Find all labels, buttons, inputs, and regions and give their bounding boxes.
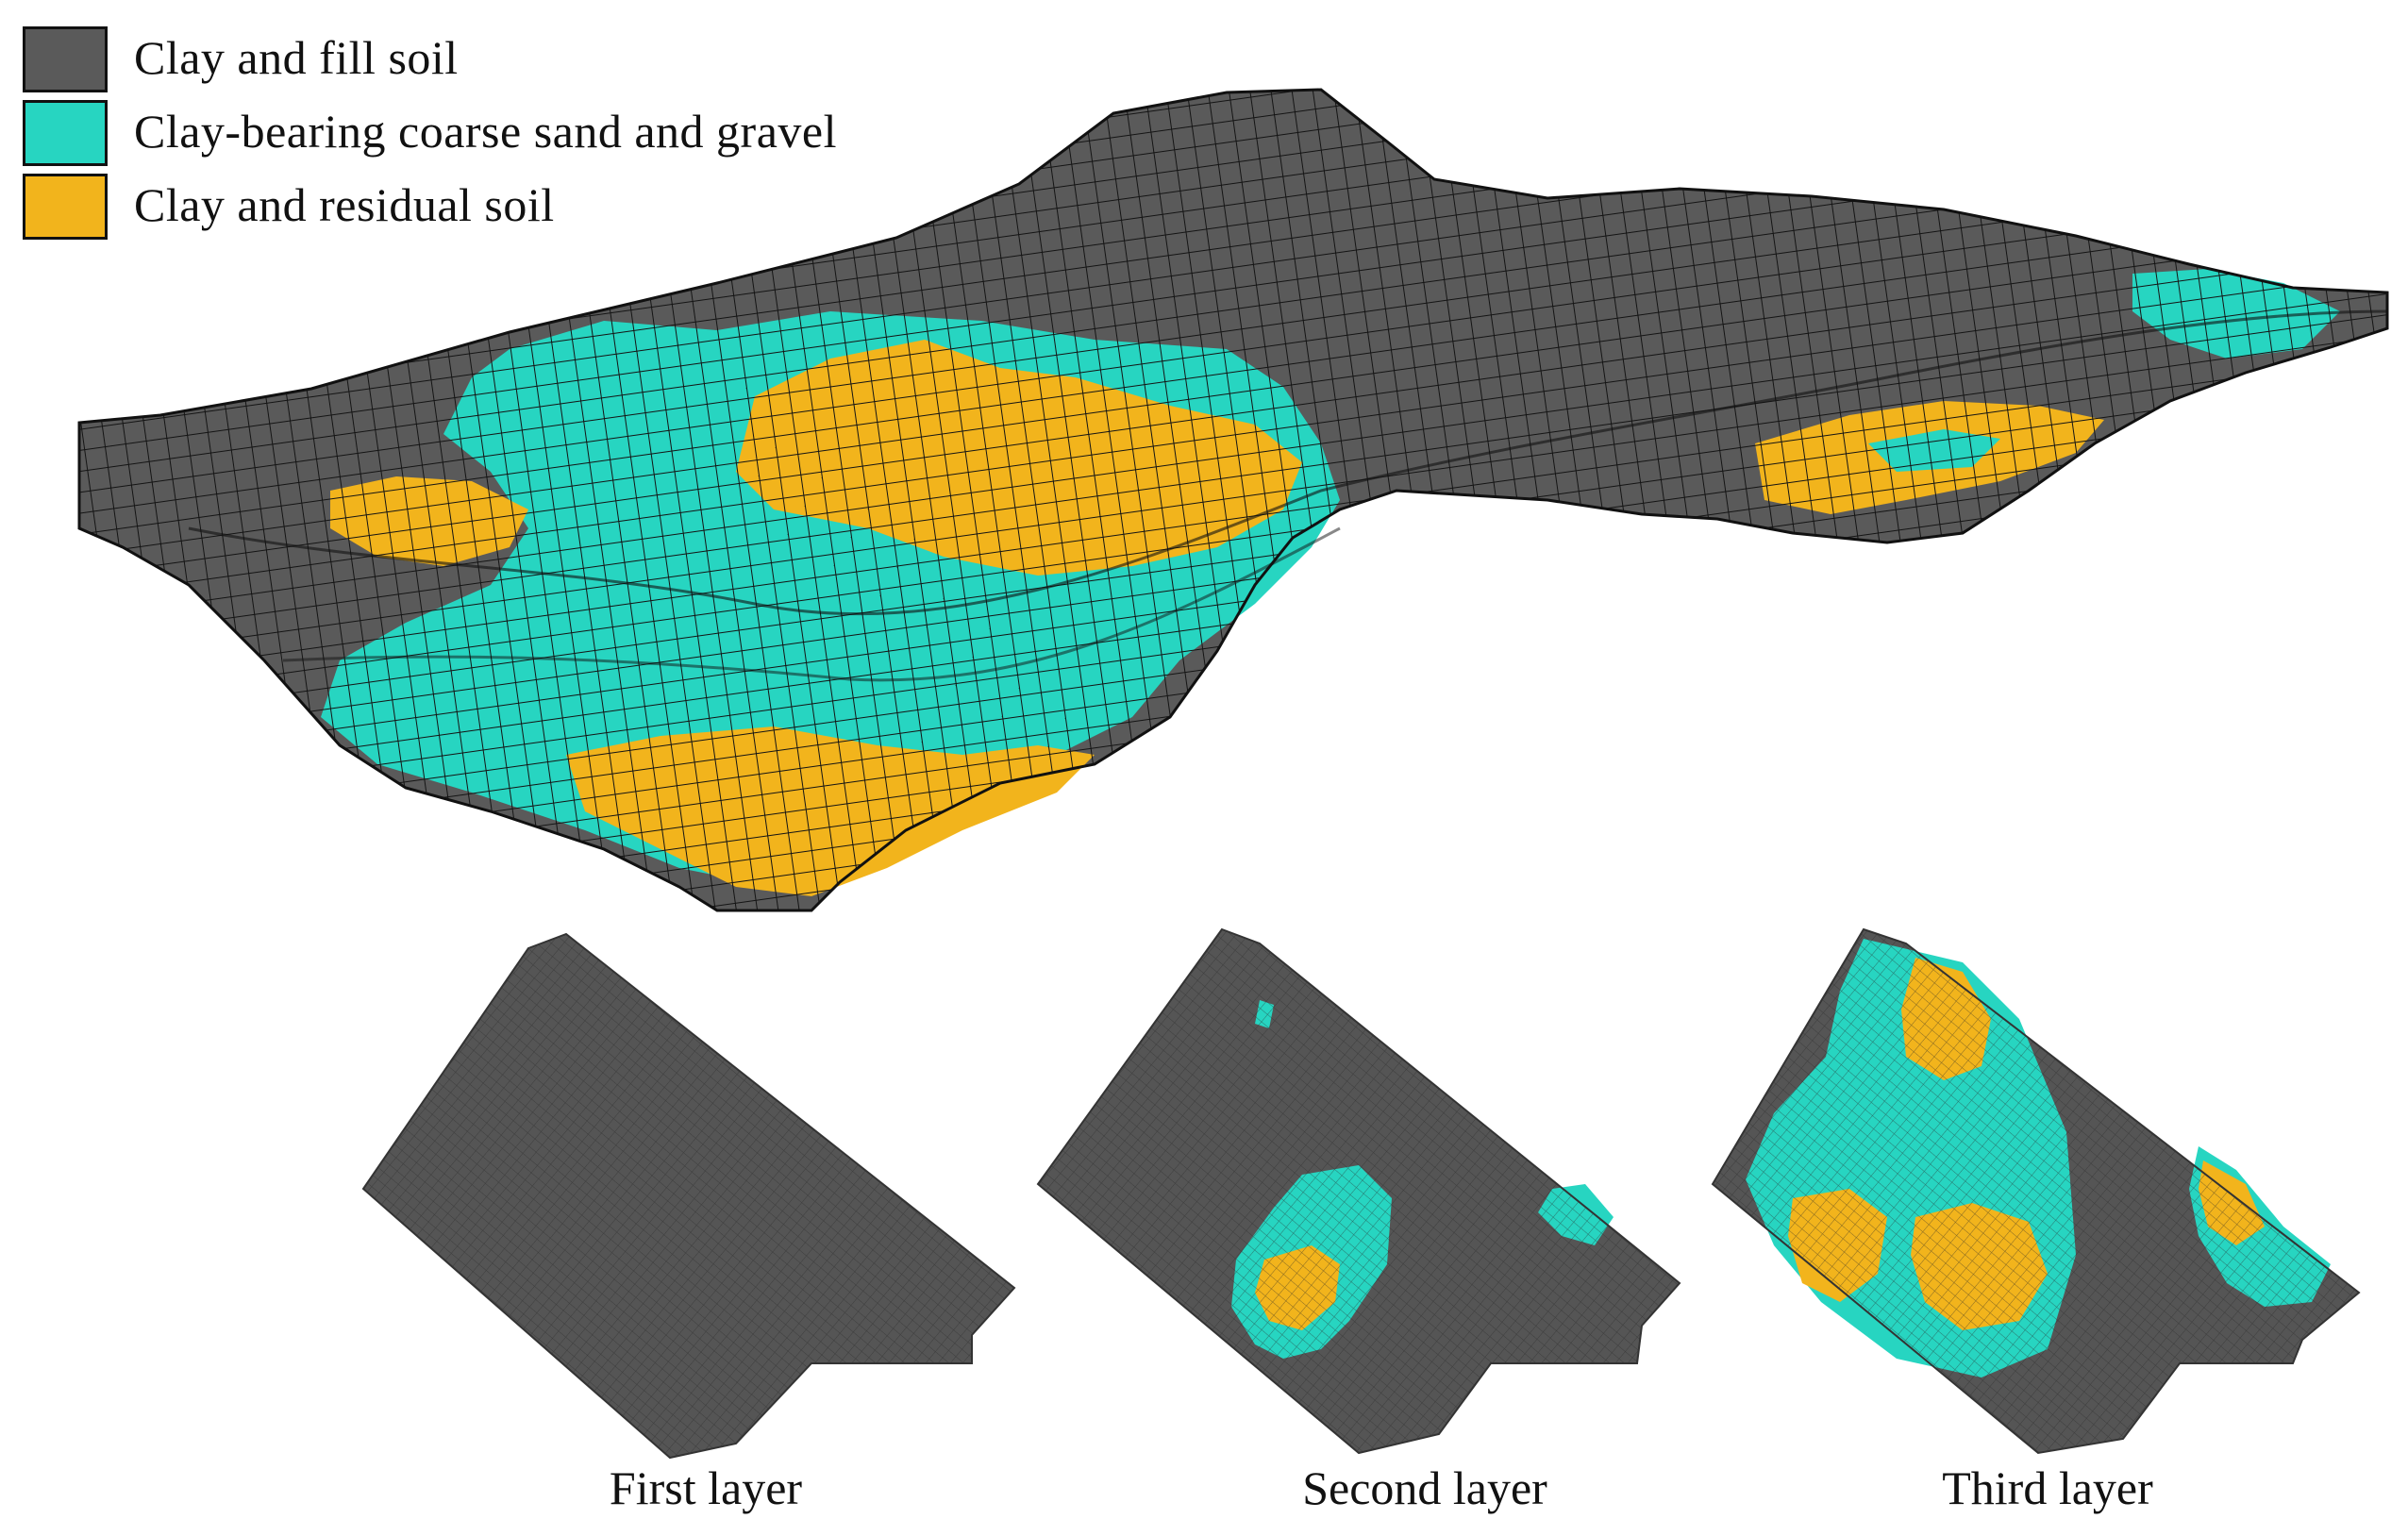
caption-first-layer: First layer <box>609 1461 803 1514</box>
legend-label-clay-fill: Clay and fill soil <box>134 31 459 84</box>
legend-label-residual-soil: Clay and residual soil <box>134 178 555 231</box>
legend-item-residual-soil: Clay and residual soil <box>23 174 966 249</box>
legend-swatch-sand-gravel <box>23 100 108 166</box>
legend-label-sand-gravel: Clay-bearing coarse sand and gravel <box>134 105 837 158</box>
legend-swatch-residual-soil <box>23 174 108 240</box>
legend-item-sand-gravel: Clay-bearing coarse sand and gravel <box>23 100 966 175</box>
mesh-3d-model <box>77 88 2389 912</box>
third-layer-map <box>1711 927 2361 1455</box>
legend-item-clay-fill: Clay and fill soil <box>23 26 966 102</box>
caption-third-layer: Third layer <box>1942 1461 2153 1514</box>
caption-second-layer: Second layer <box>1302 1461 1547 1514</box>
legend-swatch-clay-fill <box>23 26 108 92</box>
first-layer-map <box>361 932 1016 1460</box>
second-layer-map <box>1036 927 1681 1455</box>
